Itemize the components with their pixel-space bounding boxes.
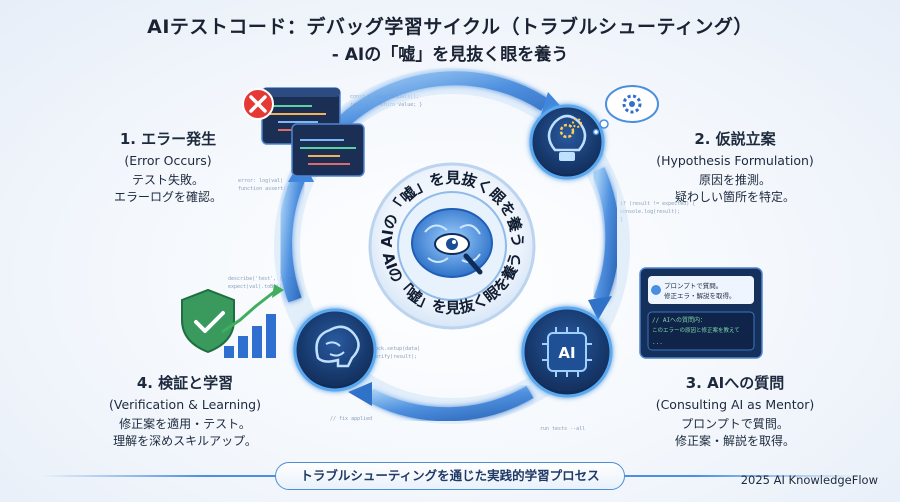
svg-text:console.log(result);: console.log(result);: [620, 209, 680, 215]
stage-2-heading: 2. 仮説立案: [694, 130, 776, 148]
page-title: AIテストコード：デバッグ学習サイクル（トラブルシューティング）: [147, 16, 753, 38]
chat-user-line-2: 修正エラ・解説を取得。: [664, 291, 736, 300]
copyright-text: 2025 AI KnowledgeFlow: [740, 473, 878, 487]
error-x-icon: [242, 88, 274, 120]
stage-4-label: 4. 検証と学習 (Verification & Learning) 修正案を適…: [85, 372, 285, 450]
stage-3-node: AI: [521, 306, 613, 398]
growth-chart-icon: [221, 284, 284, 358]
chat-ai-line-2: このエラーの原因と修正案を教えて: [652, 326, 740, 334]
brain-eye-magnifier-icon: [411, 208, 493, 278]
brain-icon: [315, 325, 360, 368]
stage-2-desc-2: 疑わしい箇所を特定。: [674, 190, 795, 204]
center-medallion: [368, 162, 536, 330]
page-subtitle: - AIの「嘘」を見抜く眼を養う: [331, 45, 569, 65]
svg-text:function assert() {: function assert() {: [238, 186, 295, 192]
stage-1-english: (Error Occurs): [124, 153, 212, 168]
shield-check-icon: [181, 288, 235, 354]
stage-3-english: (Consulting AI as Mentor): [655, 397, 815, 412]
chat-window-icon: [639, 267, 763, 359]
stage-2-english: (Hypothesis Formulation): [656, 153, 814, 168]
stage-4-desc-1: 修正案を適用・テスト。: [119, 417, 251, 431]
svg-text:error: log(val): error: log(val): [238, 178, 283, 184]
svg-text:// fix applied: // fix applied: [330, 416, 372, 422]
chat-ai-line-1: // AIへの質問内：: [652, 316, 706, 324]
stage-2-node: [529, 85, 659, 180]
stage-1-illustration: [242, 87, 365, 177]
svg-text:expect(val).toBe();: expect(val).toBe();: [228, 284, 285, 290]
stage-4-desc-2: 理解を深めスキルアップ。: [113, 434, 257, 448]
stage-2-label: 2. 仮説立案 (Hypothesis Formulation) 原因を推測。 …: [635, 128, 835, 206]
stage-4-node: [293, 308, 377, 392]
stage-3-desc-2: 修正案・解説を取得。: [674, 434, 795, 448]
svg-text:describe('test', () =>: describe('test', () =>: [228, 276, 294, 282]
svg-text:mock.setup(data): mock.setup(data): [372, 346, 420, 352]
ai-chip-label: AI: [558, 344, 575, 362]
stage-3-heading: 3. AIへの質問: [685, 374, 785, 392]
svg-text:verify(result);: verify(result);: [372, 354, 417, 360]
lightbulb-gears-icon: [547, 114, 587, 161]
stage-1-heading: 1. エラー発生: [119, 130, 217, 148]
chat-ai-line-3: ...: [652, 339, 663, 346]
thought-cloud-gear-icon: [592, 85, 659, 136]
stage-1-label: 1. エラー発生 (Error Occurs) テスト失敗。 エラーログを確認。: [88, 128, 248, 206]
stage-3-label: 3. AIへの質問 (Consulting AI as Mentor) プロンプ…: [635, 372, 835, 450]
ai-chip-icon: AI: [542, 327, 592, 377]
svg-text:if (result != expected) {: if (result != expected) {: [620, 201, 695, 207]
stage-4-heading: 4. 検証と学習: [136, 374, 234, 392]
footer-banner: トラブルシューティングを通じた実践的学習プロセス: [275, 462, 625, 490]
stage-1-desc-1: テスト失敗。: [131, 173, 204, 187]
stage-4-english: (Verification & Learning): [109, 397, 261, 412]
stage-3-desc-1: プロンプトで質問。: [681, 417, 789, 431]
stage-1-desc-2: エラーログを確認。: [113, 190, 222, 204]
stage-2-desc-1: 原因を推測。: [698, 173, 771, 187]
chat-user-line-1: プロンプトで質問。: [664, 281, 722, 290]
svg-text:run tests --all: run tests --all: [540, 426, 585, 432]
